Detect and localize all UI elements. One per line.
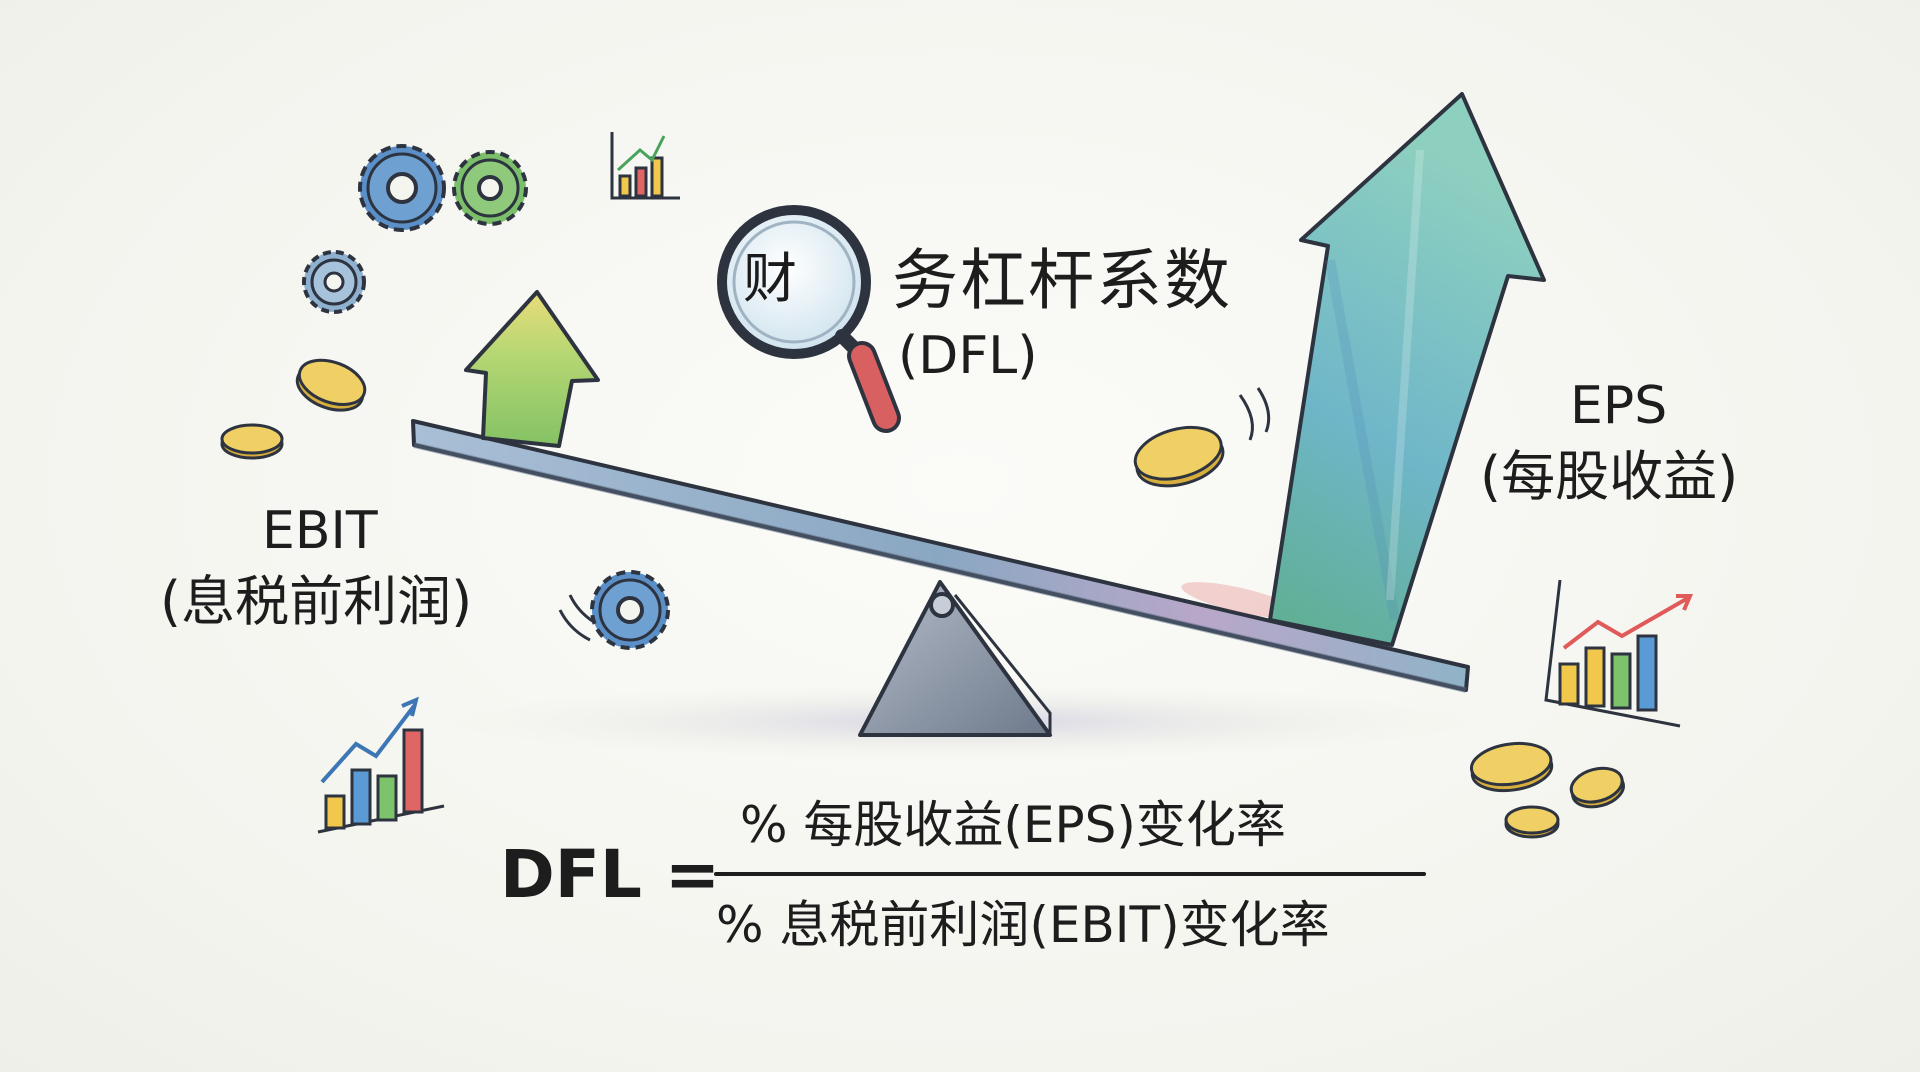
ebit-cn-label: (息税前利润) <box>160 570 473 633</box>
fulcrum-pin <box>929 592 955 618</box>
magnifier-icon <box>717 205 901 433</box>
eps-label: EPS <box>1570 376 1668 436</box>
formula-numerator: % 每股收益(EPS)变化率 <box>740 796 1286 854</box>
bar-chart-icon <box>610 132 680 200</box>
big-up-arrow-icon <box>1268 92 1546 647</box>
gear-icon <box>302 144 670 650</box>
formula-denominator: % 息税前利润(EBIT)变化率 <box>716 896 1330 954</box>
fraction-bar <box>714 872 1426 876</box>
fulcrum <box>858 580 1052 737</box>
seesaw-icon <box>411 419 1470 737</box>
title-text: 务杠杆系数 <box>892 242 1232 319</box>
title-lens-char: 财 <box>743 247 797 310</box>
eps-cn-label: (每股收益) <box>1480 445 1739 508</box>
coin-icon <box>220 358 1625 839</box>
title-abbr: (DFL) <box>898 326 1038 386</box>
ebit-label: EBIT <box>262 501 378 561</box>
formula-lhs: DFL = <box>500 836 721 913</box>
bar-chart-icon <box>1544 579 1694 728</box>
bar-chart-icon <box>317 696 445 834</box>
up-arrow-icon <box>464 290 600 448</box>
